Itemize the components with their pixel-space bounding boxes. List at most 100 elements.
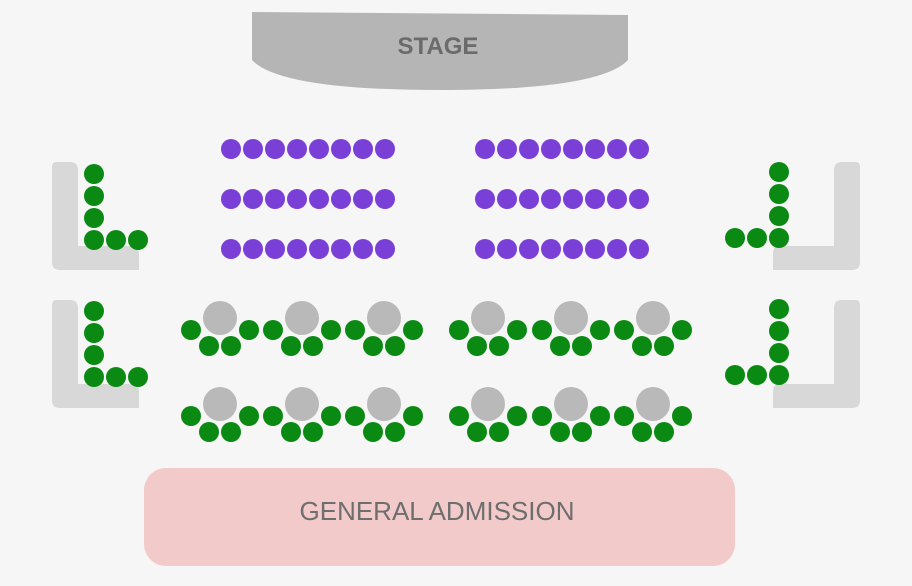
seat[interactable] [449, 320, 469, 340]
seat[interactable] [632, 422, 652, 442]
seat[interactable] [199, 336, 219, 356]
seat[interactable] [181, 320, 201, 340]
table[interactable] [367, 301, 401, 335]
seat[interactable] [572, 336, 592, 356]
seat[interactable] [563, 189, 583, 209]
stage[interactable]: STAGE [252, 12, 628, 90]
seat[interactable] [84, 208, 104, 228]
seat[interactable] [385, 336, 405, 356]
seat[interactable] [403, 406, 423, 426]
seat[interactable] [572, 422, 592, 442]
table[interactable] [636, 387, 670, 421]
seat[interactable] [769, 299, 789, 319]
seat[interactable] [475, 139, 495, 159]
seat[interactable] [84, 367, 104, 387]
seat[interactable] [497, 139, 517, 159]
seat[interactable] [489, 336, 509, 356]
seat[interactable] [309, 239, 329, 259]
seat[interactable] [550, 422, 570, 442]
seat[interactable] [532, 320, 552, 340]
seat[interactable] [303, 422, 323, 442]
seat[interactable] [590, 406, 610, 426]
seat[interactable] [725, 228, 745, 248]
seat[interactable] [243, 139, 263, 159]
seat[interactable] [629, 239, 649, 259]
seat[interactable] [84, 323, 104, 343]
seat[interactable] [239, 320, 259, 340]
seat[interactable] [309, 189, 329, 209]
seat[interactable] [84, 164, 104, 184]
seat[interactable] [287, 139, 307, 159]
table[interactable] [285, 301, 319, 335]
seat[interactable] [84, 186, 104, 206]
seat[interactable] [607, 189, 627, 209]
seat[interactable] [475, 239, 495, 259]
seat[interactable] [331, 239, 351, 259]
seat[interactable] [375, 139, 395, 159]
seat[interactable] [497, 239, 517, 259]
seat[interactable] [563, 139, 583, 159]
seat[interactable] [607, 139, 627, 159]
seat[interactable] [221, 336, 241, 356]
seat[interactable] [590, 320, 610, 340]
seat[interactable] [321, 406, 341, 426]
table[interactable] [367, 387, 401, 421]
seat[interactable] [265, 139, 285, 159]
seat[interactable] [221, 139, 241, 159]
seat[interactable] [585, 139, 605, 159]
seat[interactable] [243, 239, 263, 259]
seat[interactable] [725, 365, 745, 385]
seat[interactable] [353, 239, 373, 259]
seat[interactable] [497, 189, 517, 209]
seat[interactable] [281, 422, 301, 442]
seat[interactable] [221, 239, 241, 259]
table[interactable] [471, 387, 505, 421]
seat[interactable] [287, 189, 307, 209]
seat[interactable] [403, 320, 423, 340]
seat[interactable] [475, 189, 495, 209]
general-admission-area[interactable]: GENERAL ADMISSION [144, 468, 735, 566]
seat[interactable] [263, 406, 283, 426]
seat[interactable] [769, 162, 789, 182]
seat[interactable] [263, 320, 283, 340]
table[interactable] [203, 387, 237, 421]
seat[interactable] [769, 184, 789, 204]
seat[interactable] [769, 228, 789, 248]
seat[interactable] [541, 239, 561, 259]
seat[interactable] [303, 336, 323, 356]
seat[interactable] [287, 239, 307, 259]
seat[interactable] [449, 406, 469, 426]
seat[interactable] [769, 365, 789, 385]
seat[interactable] [629, 189, 649, 209]
seat[interactable] [519, 239, 539, 259]
table[interactable] [636, 301, 670, 335]
seat[interactable] [532, 406, 552, 426]
seat[interactable] [672, 320, 692, 340]
seat[interactable] [550, 336, 570, 356]
seat[interactable] [654, 336, 674, 356]
seat[interactable] [385, 422, 405, 442]
seat[interactable] [363, 336, 383, 356]
seat[interactable] [106, 367, 126, 387]
seat[interactable] [375, 189, 395, 209]
seat[interactable] [672, 406, 692, 426]
seat[interactable] [541, 139, 561, 159]
seat[interactable] [747, 365, 767, 385]
table[interactable] [471, 301, 505, 335]
seat[interactable] [106, 230, 126, 250]
seat[interactable] [281, 336, 301, 356]
seat[interactable] [181, 406, 201, 426]
seat[interactable] [769, 321, 789, 341]
seat[interactable] [331, 139, 351, 159]
seat[interactable] [747, 228, 767, 248]
seat[interactable] [265, 239, 285, 259]
seat[interactable] [563, 239, 583, 259]
seat[interactable] [84, 301, 104, 321]
seat[interactable] [467, 336, 487, 356]
table[interactable] [203, 301, 237, 335]
seat[interactable] [769, 343, 789, 363]
seat[interactable] [519, 139, 539, 159]
seat[interactable] [345, 320, 365, 340]
table[interactable] [285, 387, 319, 421]
seat[interactable] [353, 139, 373, 159]
